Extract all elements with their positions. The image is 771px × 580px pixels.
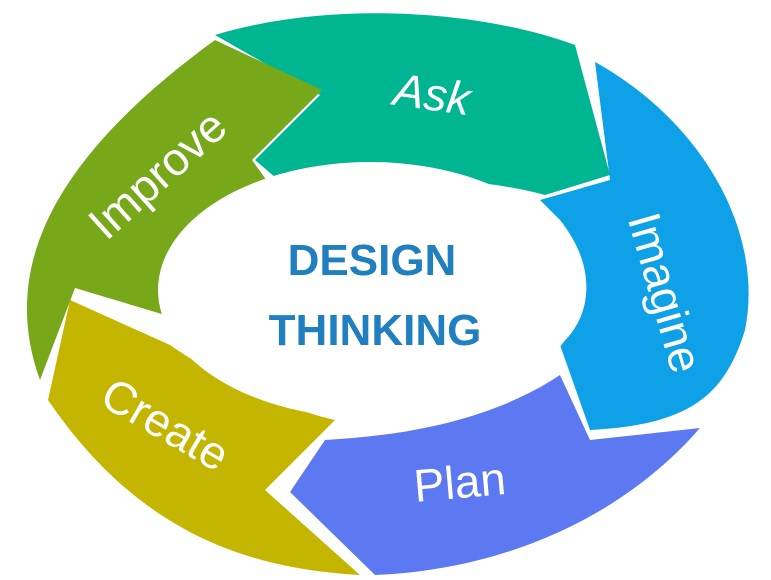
center-ellipse [158, 162, 582, 418]
stage-ask-segment [215, 13, 610, 196]
stage-improve-segment [26, 40, 322, 380]
stage-create-segment [48, 300, 360, 575]
center-title-line1: DESIGN [288, 236, 457, 285]
stage-plan-label: Plan [412, 452, 508, 512]
stage-ask-label: Ask [388, 63, 476, 126]
stage-imagine-segment [540, 62, 749, 430]
center-title-line2: THINKING [269, 306, 482, 355]
stage-plan-segment [290, 375, 700, 575]
